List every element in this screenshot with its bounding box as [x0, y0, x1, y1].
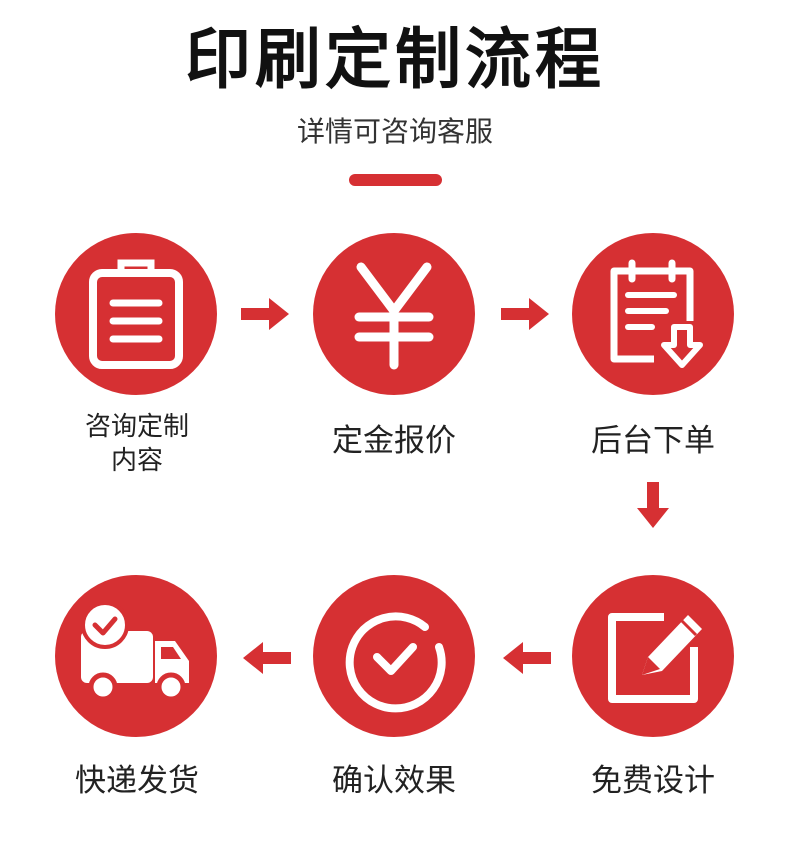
arrow-left-icon	[503, 642, 551, 674]
delivery-truck-icon	[81, 601, 189, 702]
yen-icon	[354, 262, 434, 370]
step-quote-label: 定金报价	[332, 423, 456, 459]
arrow-down-icon	[637, 482, 669, 528]
step-consult	[55, 233, 217, 395]
step-design	[572, 575, 734, 737]
arrow-right-icon	[241, 298, 289, 330]
check-circle-icon	[345, 612, 446, 713]
step-confirm-label: 确认效果	[332, 763, 456, 799]
step-quote	[313, 233, 475, 395]
edit-pencil-icon	[608, 613, 702, 703]
step-order-label: 后台下单	[591, 423, 715, 459]
step-order	[572, 233, 734, 395]
step-consult-label-line2: 内容	[110, 446, 163, 476]
step-confirm	[313, 575, 475, 737]
step-design-label: 免费设计	[591, 763, 715, 799]
arrow-left-icon	[243, 642, 291, 674]
page-subtitle: 详情可咨询客服	[296, 115, 493, 148]
accent-divider	[349, 174, 442, 186]
arrow-right-icon	[501, 298, 549, 330]
step-consult-label-line1: 咨询定制	[84, 412, 189, 442]
page-title: 印刷定制流程	[185, 21, 605, 98]
step-delivery	[55, 575, 217, 737]
document-download-icon	[610, 259, 703, 368]
step-delivery-label: 快递发货	[75, 763, 199, 799]
clipboard-icon	[89, 259, 183, 369]
step-consult-label: 咨询定制 内容	[37, 410, 237, 478]
